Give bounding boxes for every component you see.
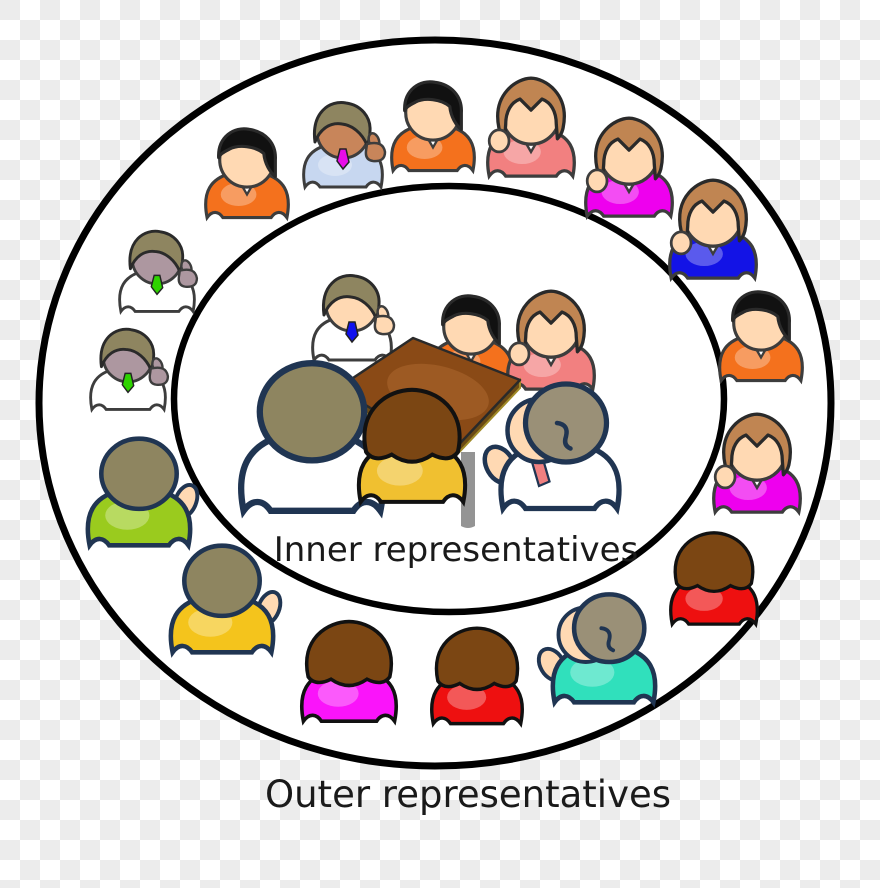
outer-person-11 — [430, 626, 524, 728]
inner-person-1 — [311, 274, 396, 364]
inner-ring-label: Inner representatives — [274, 530, 639, 570]
outer-person-13 — [168, 543, 283, 658]
outer-person-4 — [486, 76, 576, 181]
outer-person-7 — [718, 290, 804, 385]
outer-person-2 — [302, 101, 387, 191]
outer-person-15 — [89, 327, 170, 413]
outer-person-5 — [584, 116, 674, 221]
outer-person-3 — [390, 80, 476, 175]
outer-representatives-group — [85, 76, 804, 728]
outer-person-8 — [712, 412, 802, 517]
outer-person-9 — [669, 531, 759, 629]
outer-person-12 — [300, 619, 398, 726]
outer-person-10 — [536, 592, 658, 708]
outer-person-6 — [668, 178, 758, 283]
outer-person-14 — [85, 436, 200, 551]
inner-representatives-group — [237, 274, 622, 528]
outer-person-1 — [204, 127, 290, 222]
outer-ring-label: Outer representatives — [265, 773, 671, 816]
inner-person-3 — [506, 289, 596, 394]
inner-person-6 — [482, 381, 622, 515]
outer-person-16 — [118, 229, 199, 315]
inner-person-5 — [356, 387, 468, 507]
labels-layer: Inner representatives Outer representati… — [265, 530, 671, 816]
